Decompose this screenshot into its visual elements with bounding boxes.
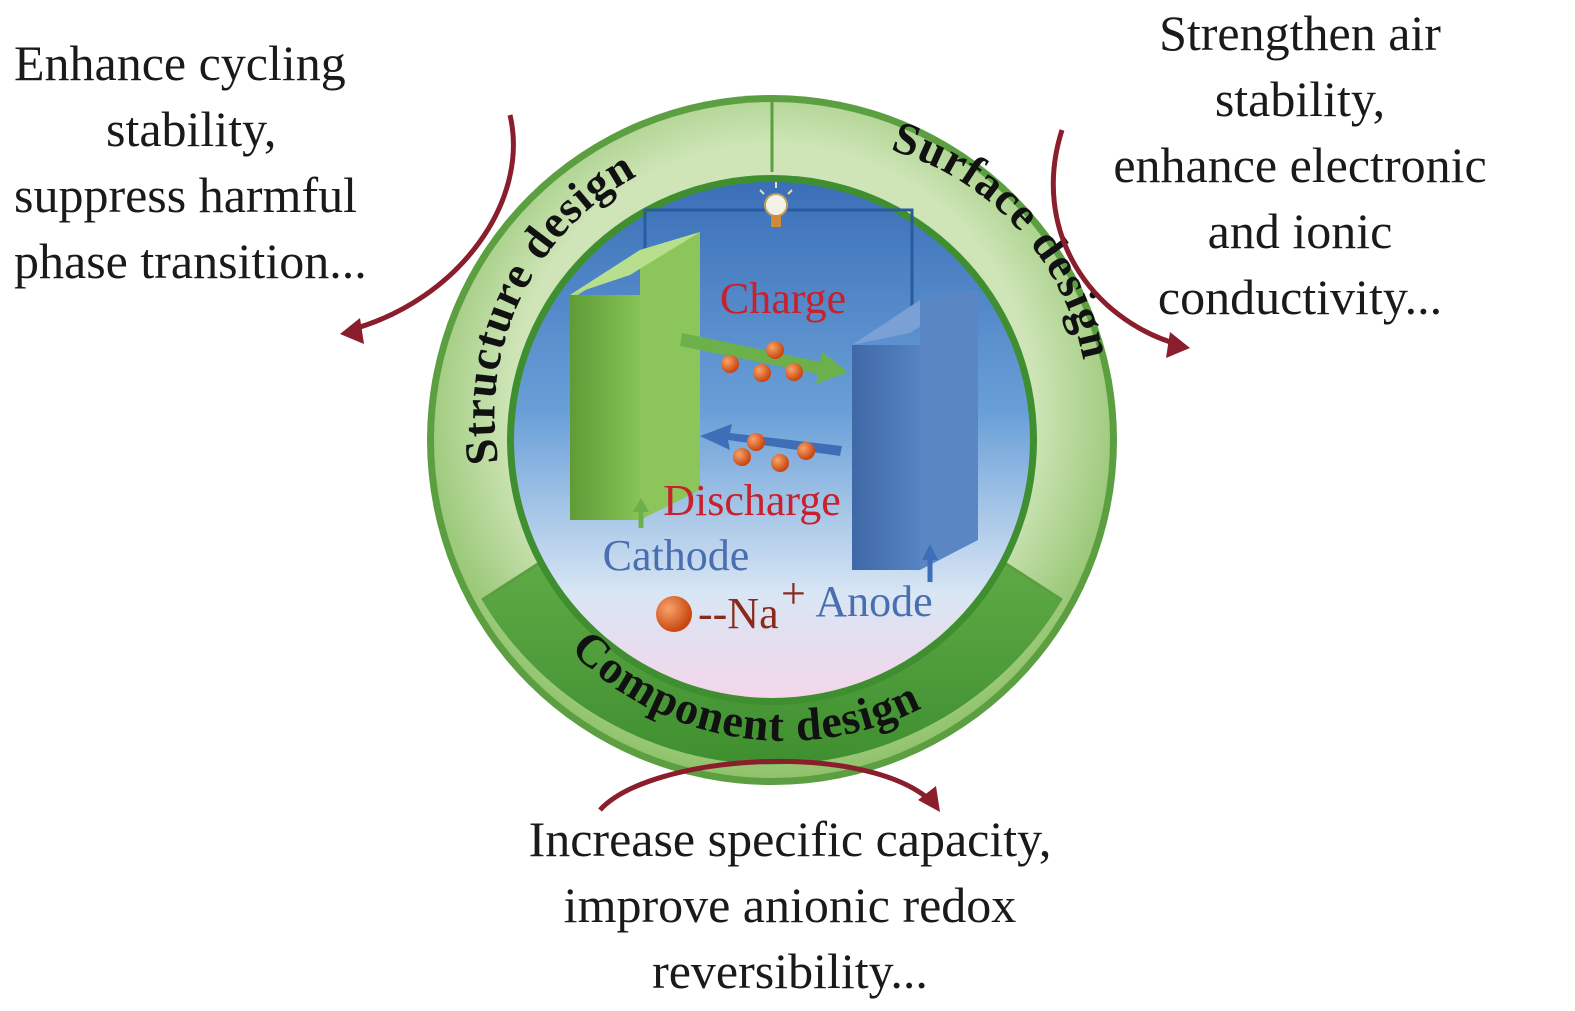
curved-arrows — [340, 114, 1190, 812]
note-line: Strengthen air — [1159, 5, 1441, 61]
ion — [771, 454, 789, 472]
ion-legend-marker — [656, 596, 692, 632]
curved-arrow-structure — [349, 114, 516, 333]
note-line: stability, — [1214, 71, 1386, 127]
note-line: conductivity... — [1157, 269, 1443, 325]
ring-divider-left — [481, 558, 545, 602]
lightbulb-icon — [759, 182, 793, 227]
ring-divider-right — [999, 558, 1063, 602]
curved-arrow-surface-head — [1166, 332, 1190, 358]
ring-component-segment — [482, 560, 1062, 765]
cathode-label: Cathode — [603, 531, 750, 580]
note-line: phase transition... — [14, 233, 367, 289]
note-line: suppress harmful — [14, 167, 357, 223]
curved-arrow-component — [598, 758, 932, 812]
ion — [753, 364, 771, 382]
ion — [785, 363, 803, 381]
note-line: stability, — [106, 101, 277, 157]
curved-arrow-component-head — [918, 786, 940, 812]
ion — [721, 355, 739, 373]
note-line: Enhance cycling — [14, 35, 346, 91]
note-component-benefits: Increase specific capacity, improve anio… — [470, 806, 1110, 1004]
note-line: and ionic — [1207, 203, 1393, 259]
charge-arrow — [680, 333, 848, 384]
ion-legend-label: --Na — [698, 589, 779, 638]
note-line: improve anionic redox — [563, 877, 1017, 933]
curved-arrow-structure-head — [340, 318, 364, 344]
note-line: enhance electronic — [1113, 137, 1487, 193]
anode-pointer-arrow — [922, 544, 938, 582]
anode-label: Anode — [815, 577, 932, 626]
charge-label: Charge — [720, 274, 846, 323]
note-line: Increase specific capacity, — [528, 811, 1052, 867]
ion — [733, 448, 751, 466]
curved-arrow-surface — [1050, 129, 1181, 348]
note-line: reversibility... — [652, 943, 928, 999]
ion — [797, 442, 815, 460]
ion — [766, 341, 784, 359]
discharge-label: Discharge — [663, 476, 841, 525]
ion-legend-charge: + — [781, 569, 806, 618]
ion — [747, 433, 765, 451]
anode-electrode — [852, 290, 978, 570]
note-structure-benefits: Enhance cycling stability, suppress harm… — [0, 30, 424, 294]
sodium-ions — [721, 341, 815, 472]
cathode-pointer-arrow — [633, 498, 649, 528]
note-surface-benefits: Strengthen air stability, enhance electr… — [1080, 0, 1520, 330]
cathode-electrode — [570, 232, 700, 520]
ion-legend: --Na + — [656, 569, 806, 638]
